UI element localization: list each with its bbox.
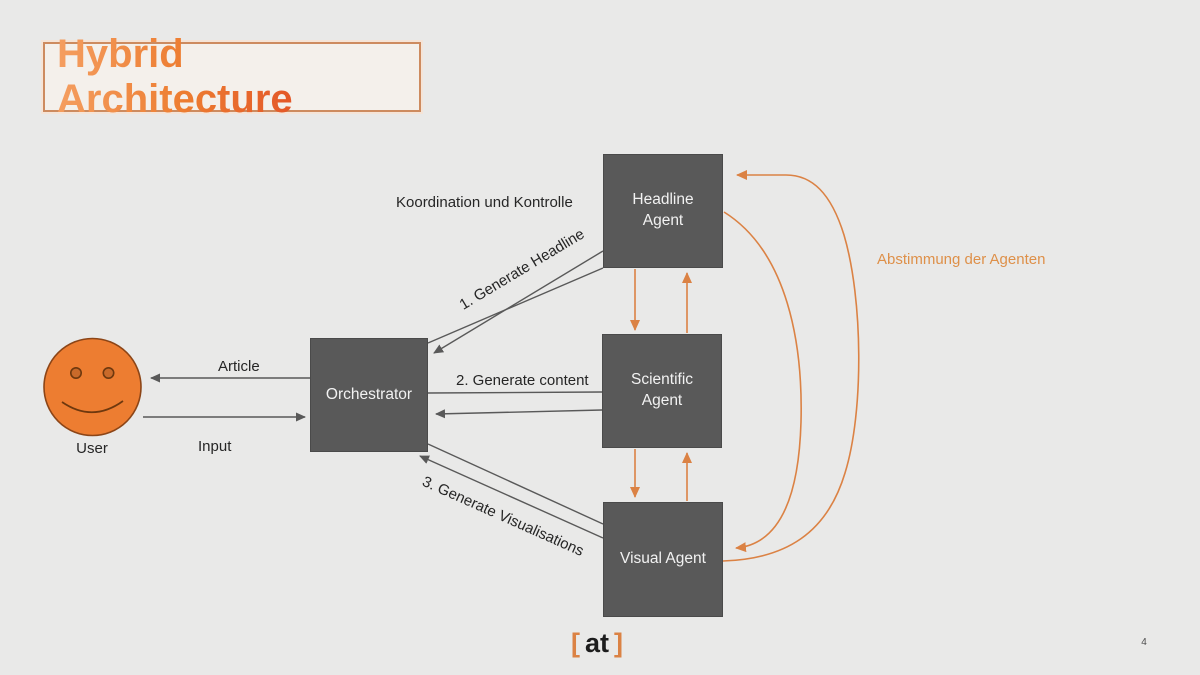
node-orchestrator-label: Orchestrator: [325, 385, 413, 403]
curve-headline-to-visual: [723, 211, 802, 553]
abstimmung-label: Abstimmung der Agenten: [877, 251, 1046, 268]
arrow-scientific-to-orchestrator: [435, 409, 603, 419]
smiley-left-eye: [70, 366, 83, 379]
title-box: Hybrid Architecture: [43, 32, 421, 121]
node-orchestrator: Orchestrator: [310, 338, 428, 452]
at-logo: [at]: [571, 628, 623, 659]
node-headline-agent-label: Headline Agent: [632, 191, 694, 229]
page-title: Hybrid Architecture: [57, 32, 419, 122]
node-scientific-agent-label: Scientific Agent: [630, 371, 694, 409]
line-orchestrator-to-visual: [427, 443, 604, 525]
logo-text: at: [585, 628, 610, 658]
article-label: Article: [218, 358, 260, 375]
user-label: User: [76, 440, 108, 457]
smiley-mouth: [61, 400, 124, 414]
line-orchestrator-to-scientific: [427, 391, 603, 394]
logo-open-bracket: [: [571, 628, 580, 658]
input-label: Input: [198, 438, 232, 455]
user-smiley-icon: [43, 337, 142, 437]
logo-close-bracket: ]: [614, 628, 624, 658]
koordination-label: Koordination und Kontrolle: [396, 194, 573, 211]
step2-label: 2. Generate content: [456, 372, 589, 389]
arrow-visual-to-orchestrator: [419, 455, 604, 539]
node-visual-agent: Visual Agent: [603, 502, 723, 617]
node-scientific-agent: Scientific Agent: [602, 334, 722, 448]
node-headline-agent: Headline Agent: [603, 154, 723, 268]
node-visual-agent-label: Visual Agent: [620, 550, 706, 568]
smiley-right-eye: [102, 366, 115, 379]
curve-visual-to-headline: [722, 170, 860, 562]
arrow-headline-to-orchestrator: [433, 250, 604, 354]
line-orchestrator-to-headline: [427, 267, 604, 344]
page-number: 4: [1141, 637, 1147, 648]
